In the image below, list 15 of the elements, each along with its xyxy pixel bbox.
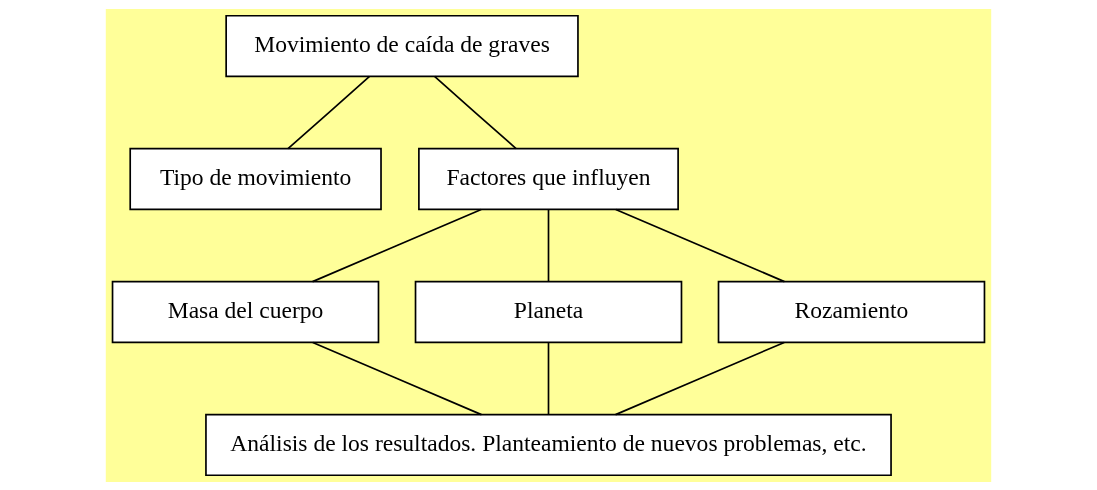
node-box: Tipo de movimiento xyxy=(129,147,382,210)
node-box: Factores que influyen xyxy=(418,147,679,210)
connector xyxy=(547,208,550,282)
connector xyxy=(614,341,786,415)
node-box: Movimiento de caída de graves xyxy=(225,14,579,77)
node-box: Rozamiento xyxy=(717,280,986,343)
connector xyxy=(547,341,550,415)
connector xyxy=(287,75,371,149)
node-box: Masa del cuerpo xyxy=(111,280,380,343)
connector xyxy=(311,208,483,282)
connector xyxy=(614,208,786,282)
node-box: Análisis de los resultados. Planteamiento de nuevos problemas, etc. xyxy=(205,413,892,476)
node-box: Planeta xyxy=(414,280,683,343)
connector xyxy=(433,75,517,149)
connector xyxy=(311,341,483,415)
